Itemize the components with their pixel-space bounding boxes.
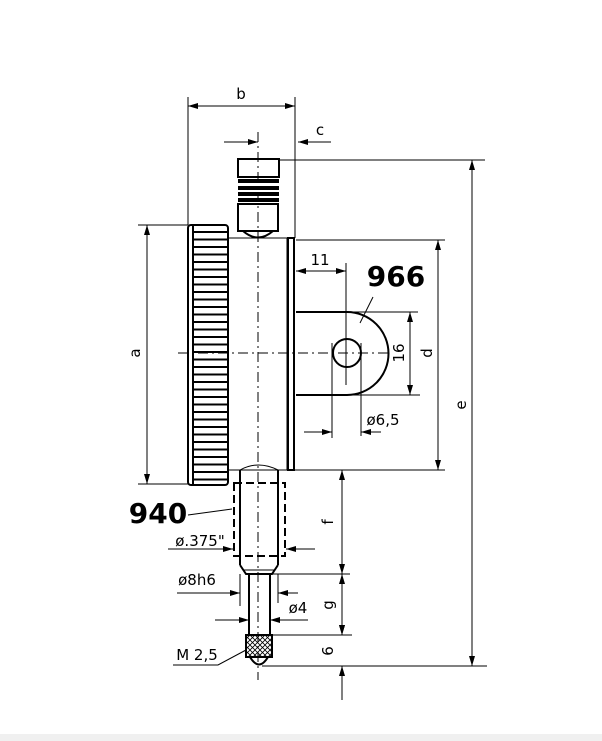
top-cap: [237, 158, 280, 239]
label-hole-diameter: ø6,5: [366, 411, 399, 429]
indicator-body: [228, 237, 295, 471]
label-d: d: [418, 348, 436, 358]
label-11: 11: [310, 251, 329, 269]
stem: [233, 470, 286, 666]
label-spindle-diameter: ø4: [289, 599, 308, 617]
callout-966: 966: [367, 260, 425, 293]
label-b: b: [236, 85, 246, 103]
label-e: e: [452, 400, 470, 409]
label-stem-inch: ø.375": [175, 532, 224, 550]
label-thread: M 2,5: [176, 646, 218, 664]
label-a: a: [126, 348, 144, 357]
label-f: f: [319, 519, 337, 525]
label-g: g: [319, 600, 337, 610]
label-16: 16: [390, 343, 408, 362]
label-tip-length: 6: [319, 646, 337, 656]
bottom-bar: [0, 734, 602, 741]
callout-940: 940: [129, 497, 187, 530]
label-c: c: [316, 121, 324, 139]
knurled-bezel: [187, 224, 229, 486]
label-stem-diameter: ø8h6: [178, 571, 216, 589]
